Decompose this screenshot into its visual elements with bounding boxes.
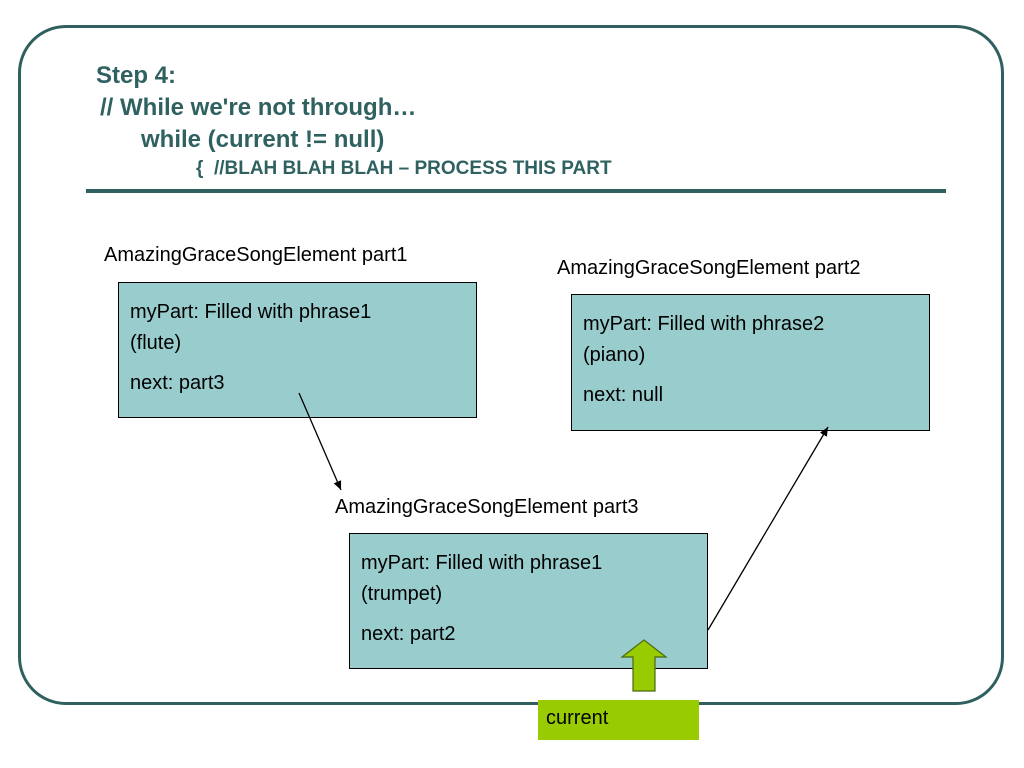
node-part2: myPart: Filled with phrase2 (piano) next… <box>571 294 930 431</box>
title-step: Step 4: <box>96 62 177 89</box>
element-label-part1: AmazingGraceSongElement part1 <box>104 244 408 266</box>
node-part1-next: next: part3 <box>130 372 225 394</box>
node-part2-next: next: null <box>583 384 664 406</box>
arrow-part1-to-part3 <box>298 392 342 491</box>
title-divider <box>86 189 946 193</box>
node-part3-mypart: myPart: Filled with phrase1 <box>361 552 603 574</box>
node-part1-mypart: myPart: Filled with phrase1 <box>130 301 372 323</box>
current-pointer-label: current <box>538 700 699 740</box>
element-label-part3: AmazingGraceSongElement part3 <box>335 496 639 518</box>
current-pointer-arrow <box>620 639 668 692</box>
arrow-part3-to-part2 <box>707 426 829 631</box>
node-part3: myPart: Filled with phrase1 (trumpet) ne… <box>349 533 708 669</box>
title-process-block: { //BLAH BLAH BLAH – PROCESS THIS PART <box>196 158 612 179</box>
node-part3-instrument: (trumpet) <box>361 583 443 605</box>
node-part2-instrument: (piano) <box>583 344 646 366</box>
title-comment: // While we're not through… <box>100 94 417 121</box>
title-while-loop: while (current != null) <box>141 126 385 153</box>
element-label-part2: AmazingGraceSongElement part2 <box>557 257 861 279</box>
node-part1: myPart: Filled with phrase1 (flute) next… <box>118 282 477 418</box>
node-part1-instrument: (flute) <box>130 332 182 354</box>
node-part2-mypart: myPart: Filled with phrase2 <box>583 313 825 335</box>
node-part3-next: next: part2 <box>361 623 456 645</box>
